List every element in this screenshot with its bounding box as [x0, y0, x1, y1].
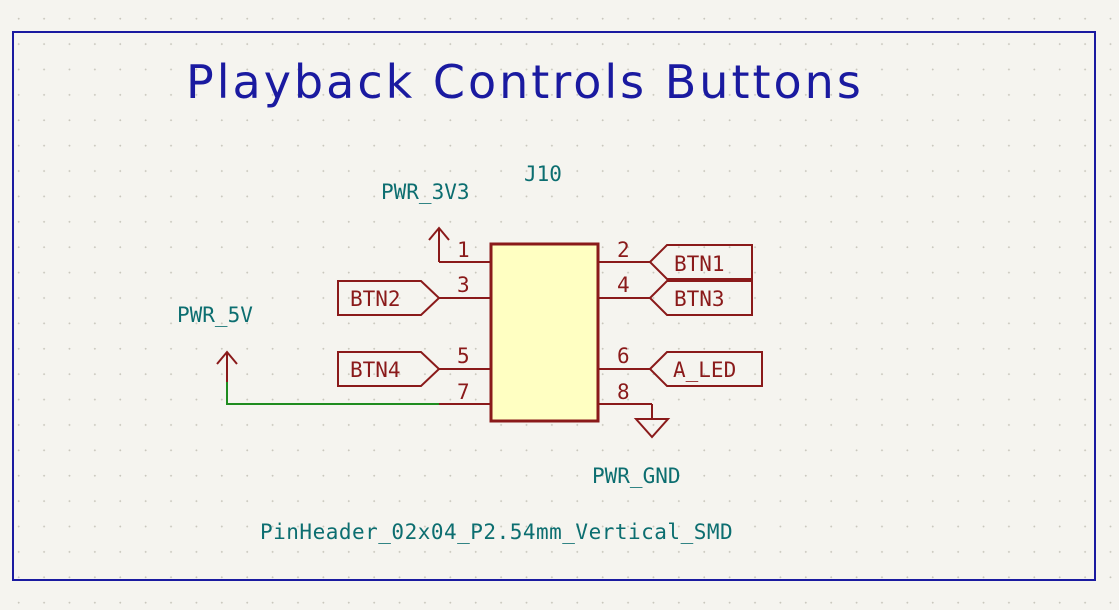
sheet-title: Playback Controls Buttons [186, 55, 864, 109]
component-reference: J10 [524, 162, 562, 186]
label-btn4-text: BTN4 [350, 358, 401, 382]
label-btn2-shape[interactable] [337, 280, 441, 316]
component-footprint: PinHeader_02x04_P2.54mm_Vertical_SMD [260, 520, 733, 544]
label-btn4-shape[interactable] [337, 351, 441, 387]
wire-5v[interactable] [226, 382, 439, 405]
pin-number-6: 6 [617, 344, 630, 368]
pin-number-1: 1 [457, 238, 470, 262]
label-btn3-shape[interactable] [648, 280, 753, 316]
power-gnd-label: PWR_GND [592, 464, 681, 488]
label-btn3-text: BTN3 [674, 287, 725, 311]
pin-number-4: 4 [617, 273, 630, 297]
label-btn1-shape[interactable] [648, 244, 753, 280]
power-5v-label: PWR_5V [177, 303, 253, 327]
label-a-led-shape[interactable] [648, 351, 763, 387]
ground-symbol[interactable] [633, 404, 671, 439]
label-a-led-text: A_LED [673, 358, 736, 382]
sheet-border [12, 31, 1096, 581]
power-3v3-symbol[interactable] [428, 226, 450, 262]
power-3v3-label: PWR_3V3 [381, 180, 470, 204]
label-btn2-text: BTN2 [350, 287, 401, 311]
pin-number-7: 7 [457, 380, 470, 404]
power-5v-symbol[interactable] [216, 350, 238, 382]
pin-number-3: 3 [457, 273, 470, 297]
pin-number-8: 8 [617, 380, 630, 404]
connector-body[interactable] [489, 242, 600, 423]
pin-number-2: 2 [617, 238, 630, 262]
pin-number-5: 5 [457, 344, 470, 368]
label-btn1-text: BTN1 [674, 252, 725, 276]
